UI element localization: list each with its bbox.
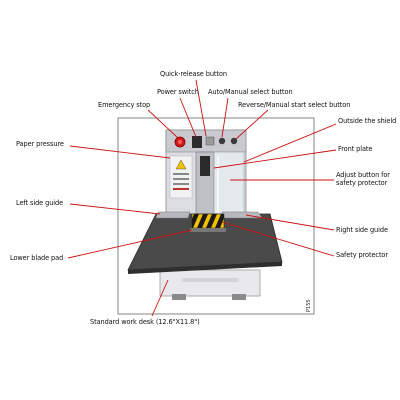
blade-head	[200, 156, 210, 176]
leader-front-plate	[213, 149, 337, 169]
label-emergency-stop: Emergency stop	[98, 101, 151, 109]
label-power-switch: Power switch	[157, 88, 199, 96]
label-adjust-button-line1: Adjust button for	[336, 171, 390, 179]
leader-outside-shield	[243, 123, 337, 163]
leader-quick-release	[195, 79, 207, 137]
leader-lower-blade-pad	[67, 229, 193, 259]
leader-lines	[67, 79, 337, 317]
leader-safety-protector	[221, 221, 335, 257]
label-work-desk: Standard work desk (12.6"X11.8")	[90, 318, 200, 326]
label-auto-manual: Auto/Manual select button	[208, 88, 293, 96]
leader-emergency-stop	[147, 109, 179, 139]
leader-reverse-manual	[235, 109, 269, 140]
sticker-line	[173, 188, 189, 190]
leader-power-switch	[179, 97, 197, 138]
label-front-plate: Front plate	[338, 145, 373, 153]
leader-auto-manual	[221, 97, 229, 138]
leader-paper-pressure	[69, 145, 171, 159]
base-vent	[182, 278, 238, 282]
label-left-side-guide: Left side guide	[16, 199, 64, 207]
left-side-guide	[155, 211, 191, 219]
warning-triangle	[175, 159, 187, 170]
label-outside-shield: Outside the shield	[338, 117, 397, 125]
auto-manual-button	[218, 137, 226, 145]
emergency-stop-cap	[178, 140, 182, 144]
safety-stripes	[192, 214, 224, 228]
label-right-side-guide: Right side guide	[336, 226, 388, 234]
label-reverse-manual: Reverse/Manual start select button	[238, 101, 351, 109]
work-desk-edge	[128, 262, 282, 274]
reverse-manual-button	[230, 137, 238, 145]
left-foot	[172, 294, 186, 300]
sticker-line	[173, 183, 189, 185]
warning-sticker	[169, 155, 193, 199]
power-switch	[192, 136, 202, 148]
lower-blade-pad	[190, 228, 226, 232]
label-adjust-button-line2: safety protector	[336, 179, 388, 187]
leader-work-desk	[151, 279, 169, 317]
sticker-line	[173, 178, 189, 180]
label-paper-pressure: Paper pressure	[16, 140, 64, 148]
quick-release-button	[205, 136, 215, 146]
leader-left-side-guide	[69, 203, 161, 215]
label-quick-release: Quick-release button	[160, 70, 227, 78]
label-safety-protector: Safety protector	[336, 251, 388, 259]
image-code: P155	[306, 299, 312, 312]
sticker-line	[173, 173, 189, 175]
label-lower-blade-pad: Lower blade pad	[10, 254, 64, 262]
right-foot	[232, 294, 246, 300]
leader-right-side-guide	[245, 214, 335, 231]
base-cabinet	[159, 269, 261, 297]
